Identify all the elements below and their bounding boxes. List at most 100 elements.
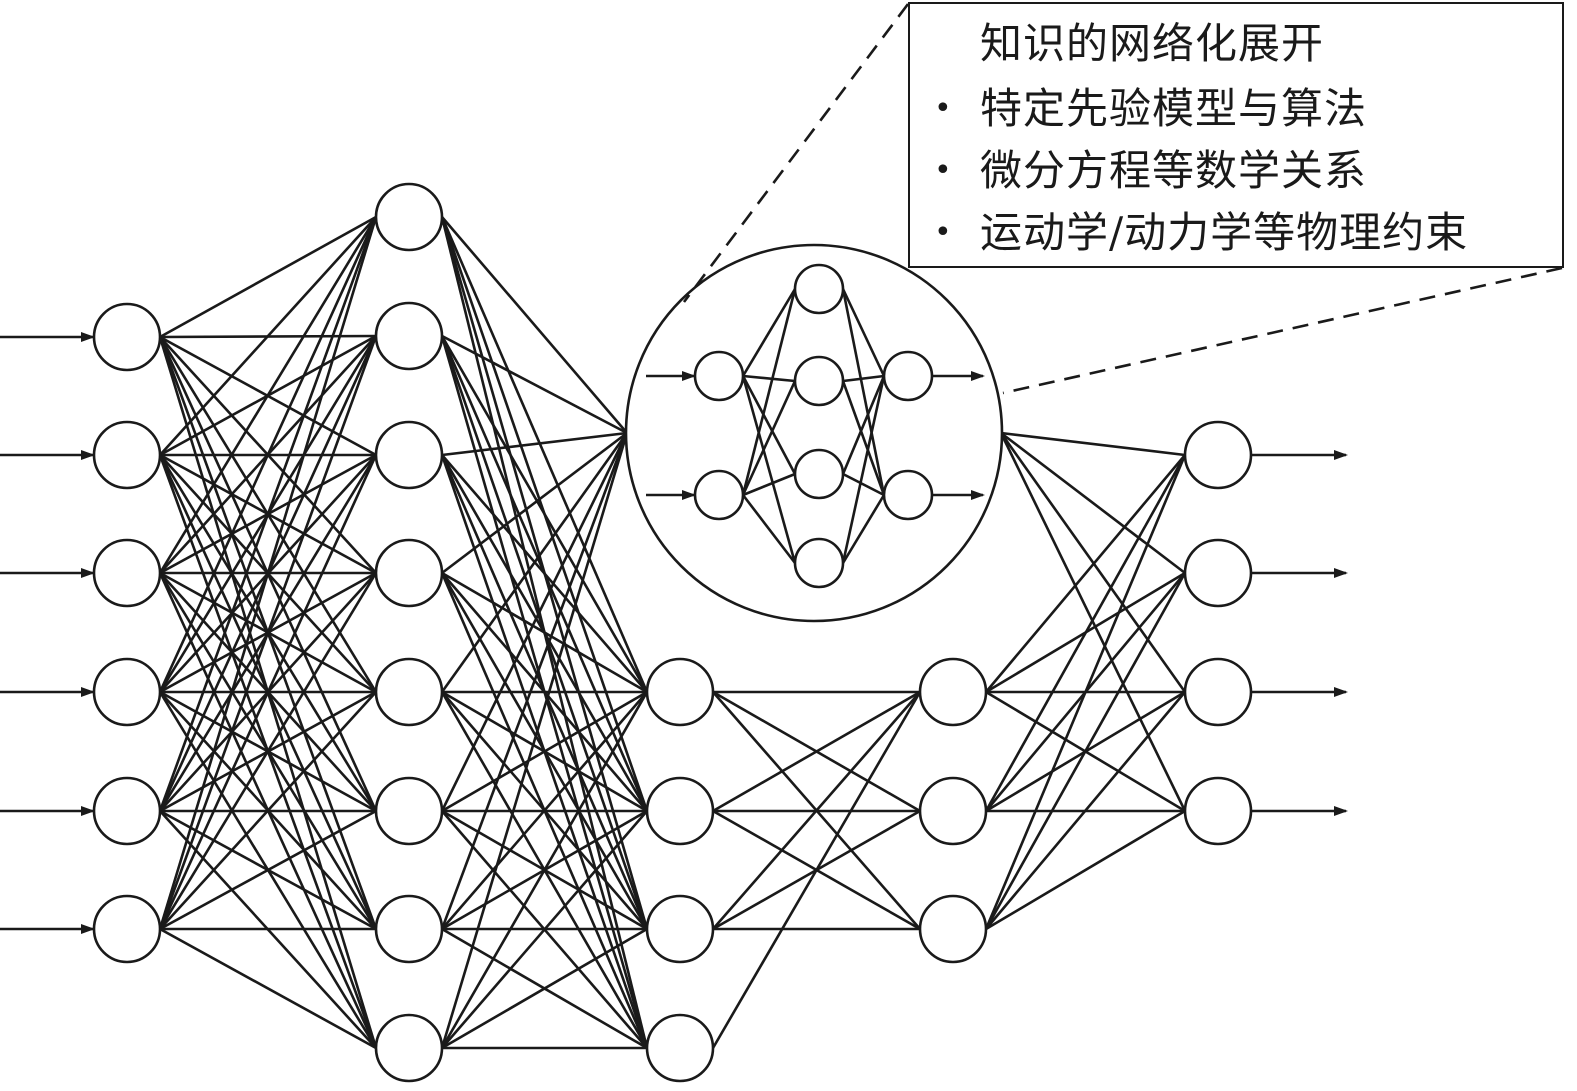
output-layer-node: [1183, 776, 1253, 846]
subnetwork-edge: [741, 288, 797, 496]
edge: [158, 216, 378, 693]
edge: [159, 216, 377, 456]
hidden-layer-node: [374, 894, 444, 964]
edge: [158, 572, 378, 930]
knowledge-module-circle: [624, 243, 1004, 623]
input-layer-node: [92, 657, 162, 727]
edge: [440, 691, 649, 1049]
edge: [441, 431, 628, 575]
edge: [999, 432, 1187, 693]
bullet-icon: •: [934, 153, 953, 188]
callout-item: • 微分方程等数学关系: [934, 142, 1367, 197]
hidden-layer-node: [918, 776, 988, 846]
output-layer-node: [1183, 657, 1253, 727]
callout-item-text: 微分方程等数学关系: [980, 146, 1368, 195]
edge: [985, 691, 1186, 930]
edge: [712, 691, 921, 930]
input-layer-node: [92, 538, 162, 608]
edge: [440, 432, 629, 812]
input-layer-node: [92, 894, 162, 964]
edge: [985, 454, 1186, 693]
edge: [441, 571, 648, 694]
edge: [159, 809, 377, 931]
hidden-layer-node: [374, 776, 444, 846]
callout-leader-line: [1002, 266, 1563, 395]
subnetwork-edge: [742, 472, 796, 497]
hidden-layer-node: [645, 776, 715, 846]
edge: [159, 691, 377, 930]
subnetwork-edge: [741, 288, 797, 377]
callout-box: 知识的网络化展开 • 特定先验模型与算法 • 微分方程等数学关系 •运动学/动力学等…: [908, 2, 1564, 268]
edge: [158, 216, 378, 574]
subnetwork-input-node: [693, 350, 745, 402]
edge: [985, 809, 1186, 931]
hidden-layer-node: [918, 657, 988, 727]
hidden-layer-node: [645, 1013, 715, 1083]
edge: [158, 216, 378, 812]
subnetwork-edge: [842, 472, 885, 497]
subnetwork-edge: [841, 375, 886, 564]
subnetwork-edges: [741, 288, 886, 564]
edge: [441, 454, 648, 693]
connection-edges: [158, 215, 1187, 1050]
subnetwork-edge: [741, 375, 797, 475]
edge: [441, 431, 628, 457]
callout-item-text: 特定先验模型与算法: [980, 84, 1368, 133]
edge: [159, 927, 377, 1050]
subnetwork-edge: [742, 374, 796, 383]
hidden-layer-node: [374, 1013, 444, 1083]
hidden-layer-node: [374, 538, 444, 608]
subnetwork-edge: [842, 374, 885, 383]
hidden-layer-node: [645, 657, 715, 727]
edge: [984, 454, 1187, 930]
input-layer-node: [92, 302, 162, 372]
edge: [984, 572, 1187, 930]
edge: [440, 335, 649, 693]
hidden-layer-node: [374, 420, 444, 490]
bullet-icon: •: [934, 91, 953, 126]
bullet-icon: •: [934, 215, 953, 250]
edge: [440, 432, 629, 930]
subnetwork-edge: [741, 375, 797, 564]
subnetwork-edge: [841, 288, 886, 377]
output-layer-node: [1183, 538, 1253, 608]
edge: [440, 216, 649, 693]
subnetwork-hidden-node: [793, 263, 845, 315]
subnetwork-edge: [741, 380, 797, 496]
io-arrows: [0, 332, 1348, 934]
edge: [158, 454, 378, 930]
edge: [441, 690, 648, 813]
subnetwork-hidden-node: [793, 448, 845, 500]
edge: [440, 432, 629, 1049]
edge: [441, 216, 628, 434]
edge: [158, 216, 378, 930]
callout-leader-lines: [682, 3, 1563, 395]
edge: [1000, 431, 1186, 457]
callout-leader-line: [682, 3, 910, 303]
edge: [999, 432, 1187, 812]
edge: [711, 691, 922, 1049]
edge: [441, 810, 648, 1049]
output-layer-node: [1183, 420, 1253, 490]
callout-item: •运动学/动力学等物理约束: [934, 204, 1468, 259]
subnetwork-input-node: [693, 469, 745, 521]
callout-item: • 特定先验模型与算法: [934, 80, 1367, 135]
callout-title: 知识的网络化展开: [980, 19, 1325, 68]
hidden-layer-node: [374, 301, 444, 371]
edge: [441, 927, 648, 1050]
hidden-layer-node: [918, 894, 988, 964]
edge: [441, 334, 628, 435]
subnetwork-hidden-node: [793, 537, 845, 589]
hidden-layer-node: [374, 182, 444, 252]
subnetwork-output-node: [882, 350, 934, 402]
input-layer-node: [92, 776, 162, 846]
knowledge-module-circle: [624, 243, 1004, 623]
edge: [984, 454, 1187, 812]
edge: [712, 690, 921, 813]
edge: [441, 691, 648, 930]
subnetwork-edge: [841, 375, 886, 475]
subnetwork-edge: [741, 494, 797, 564]
edge: [440, 432, 629, 693]
subnetwork-edge: [841, 494, 886, 564]
